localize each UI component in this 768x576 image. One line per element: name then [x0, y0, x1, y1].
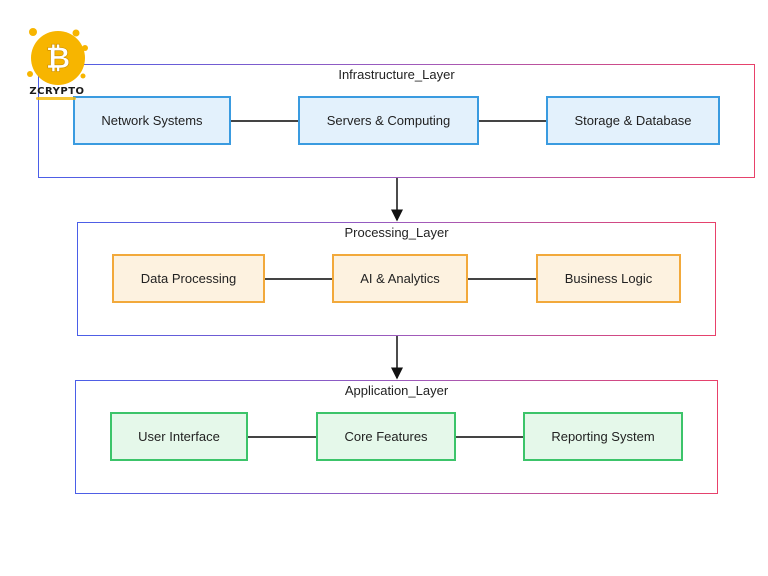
node-storage-database[interactable]: Storage & Database	[546, 96, 720, 145]
node-label: AI & Analytics	[360, 271, 440, 286]
node-user-interface[interactable]: User Interface	[110, 412, 248, 461]
node-label: Business Logic	[564, 271, 653, 286]
connector	[230, 120, 299, 122]
connector	[478, 120, 547, 122]
connector	[455, 436, 524, 438]
node-network-systems[interactable]: Network Systems	[73, 96, 231, 145]
connector	[264, 278, 333, 280]
node-label: Core Features	[344, 429, 428, 444]
connector	[247, 436, 317, 438]
node-reporting-system[interactable]: Reporting System	[523, 412, 683, 461]
node-business-logic[interactable]: Business Logic	[536, 254, 681, 303]
node-label: Network Systems	[101, 113, 203, 128]
layer-title: Processing_Layer	[344, 225, 449, 240]
node-label: Reporting System	[551, 429, 655, 444]
layer-title: Infrastructure_Layer	[338, 67, 455, 82]
node-label: User Interface	[138, 429, 220, 444]
layer-title: Application_Layer	[344, 383, 449, 398]
logo-underline	[36, 97, 76, 100]
bitcoin-icon: ₿	[46, 41, 70, 76]
node-label: Servers & Computing	[326, 113, 451, 128]
node-ai-analytics[interactable]: AI & Analytics	[332, 254, 468, 303]
node-data-processing[interactable]: Data Processing	[112, 254, 265, 303]
logo-text: ZCRYPTO	[29, 86, 85, 97]
connector	[467, 278, 537, 280]
node-label: Storage & Database	[574, 113, 692, 128]
node-servers-computing[interactable]: Servers & Computing	[298, 96, 479, 145]
node-label: Data Processing	[140, 271, 237, 286]
node-core-features[interactable]: Core Features	[316, 412, 456, 461]
zcrypto-logo: ₿	[27, 28, 88, 85]
